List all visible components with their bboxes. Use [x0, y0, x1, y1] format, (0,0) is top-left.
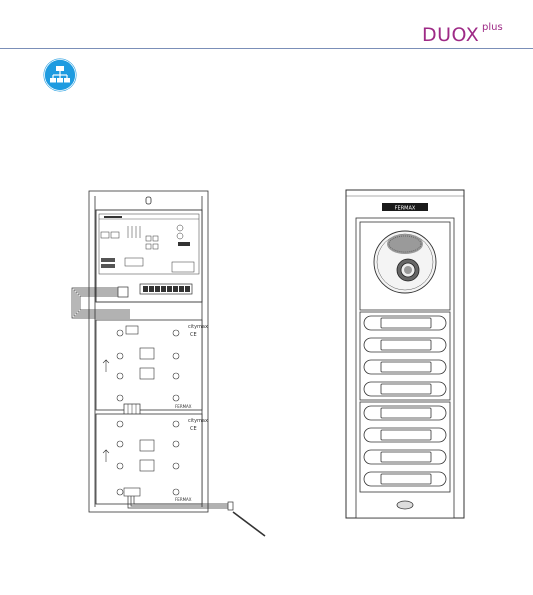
push-button-module-1: citymax CE FERMAX: [96, 320, 208, 410]
push-button-7: [364, 450, 446, 464]
speaker-grille: [387, 234, 423, 254]
svg-text:CE: CE: [190, 332, 197, 338]
panel-bottom-light: [397, 501, 413, 509]
audio-camera-module: [360, 222, 450, 310]
push-button-2: [364, 338, 446, 352]
panel-brand-text: FERMAX: [395, 206, 416, 212]
door-panel-front-view: FERMAX: [346, 190, 464, 518]
push-button-8: [364, 472, 446, 486]
module-1-brand-label: citymax: [188, 324, 208, 330]
push-button-3: [364, 360, 446, 374]
push-button-module-2: citymax CE FERMAX: [96, 414, 208, 504]
push-button-4: [364, 382, 446, 396]
module-1-fermax-label: FERMAX: [175, 404, 192, 409]
module-2-brand-label: citymax: [188, 418, 208, 424]
module-2-fermax-label: FERMAX: [175, 497, 192, 502]
push-button-5: [364, 406, 446, 420]
svg-text:CE: CE: [190, 426, 197, 432]
push-button-1: [364, 316, 446, 330]
open-panel-wiring-view: citymax CE FERMAX citymax CE: [72, 191, 265, 536]
push-button-6: [364, 428, 446, 442]
